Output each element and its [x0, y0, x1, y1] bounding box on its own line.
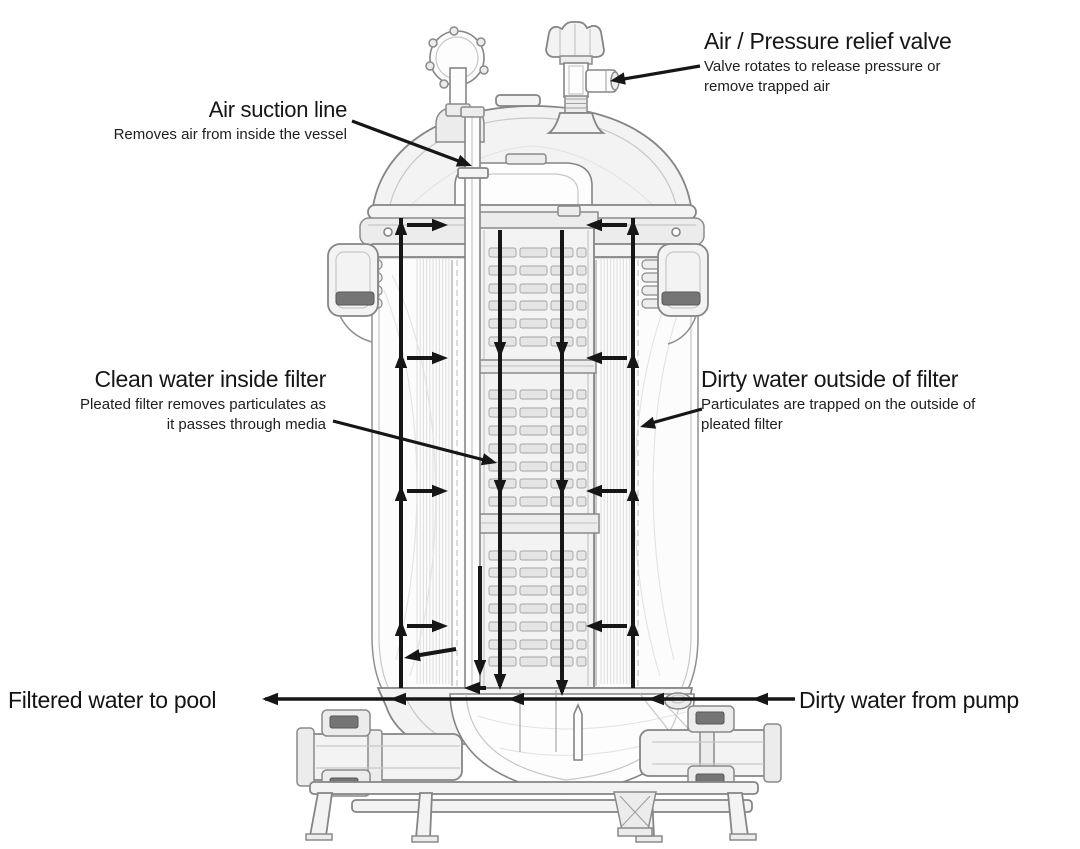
- clean-water-title: Clean water inside filter: [94, 366, 326, 392]
- drain-fitting: [613, 791, 657, 831]
- left-latch-handle: [327, 243, 379, 343]
- right-latch-handle: [657, 243, 709, 345]
- relief-valve: [545, 21, 620, 134]
- pleated-media-hatch: [416, 214, 634, 684]
- relief-valve-title: Air / Pressure relief valve: [704, 28, 952, 54]
- vessel-bottom: [376, 687, 698, 795]
- vessel-dome: [371, 94, 693, 219]
- relief-valve-desc-line1: Valve rotates to release pressure or: [704, 58, 941, 75]
- relief-valve-desc-line2: remove trapped air: [704, 78, 830, 95]
- label-relief-valve: Air / Pressure relief valve Valve rotate…: [704, 28, 1014, 97]
- base-stand: [305, 781, 759, 843]
- label-clean-water: Clean water inside filter Pleated filter…: [26, 366, 326, 435]
- inlet-pipe-right: [639, 705, 782, 793]
- pleated-cartridge-core: [472, 205, 600, 689]
- label-filtered-water-outlet: Filtered water to pool: [8, 687, 217, 713]
- clean-water-desc-line2: it passes through media: [166, 416, 326, 433]
- air-suction-title: Air suction line: [208, 97, 348, 122]
- dirty-water-title: Dirty water outside of filter: [701, 366, 959, 392]
- dirty-water-desc-line1: Particulates are trapped on the outside …: [701, 396, 976, 413]
- flow-arrows: [262, 64, 795, 706]
- label-dirty-water: Dirty water outside of filter Particulat…: [701, 366, 1041, 435]
- air-suction-desc: Removes air from inside the vessel: [113, 126, 347, 143]
- label-air-suction: Air suction line Removes air from inside…: [47, 96, 348, 145]
- label-dirty-water-inlet: Dirty water from pump: [799, 687, 1019, 713]
- dirty-water-desc-line2: pleated filter: [701, 416, 783, 433]
- clean-water-desc-line1: Pleated filter removes particulates as: [80, 396, 326, 413]
